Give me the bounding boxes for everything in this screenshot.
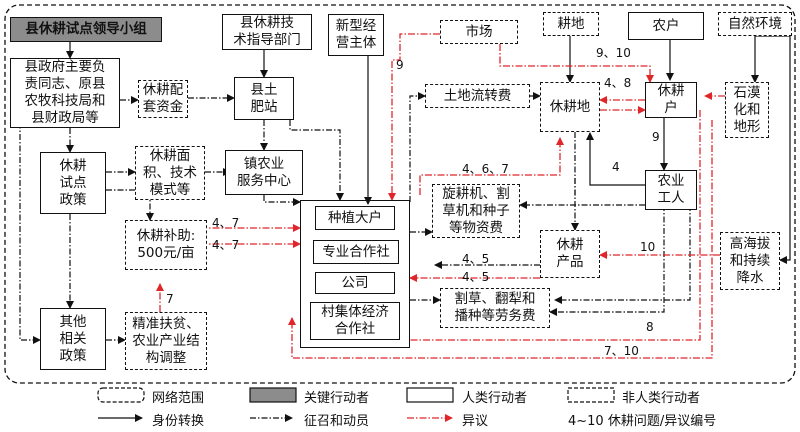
node-county-gov: 县政府主要负 责同志、原县 农牧科技局和 县财政局等: [10, 58, 120, 128]
objection-edges: [125, 33, 725, 359]
node-town-center: 镇农业 服务中心: [225, 150, 303, 195]
node-cultivated-land: 耕地: [543, 12, 599, 36]
edge-label-8: 8: [646, 320, 654, 334]
edge-label-4-6-7: 4、6、7: [462, 162, 509, 176]
node-altitude: 高海拔 和持续 降水: [720, 232, 780, 290]
edge-label-7: 7: [166, 292, 174, 306]
edge-label-9b: 9: [652, 130, 660, 144]
node-other-policy: 其他 相关 政策: [40, 308, 106, 370]
legend-objection: 异议: [462, 414, 489, 429]
edge-label-4-8: 4、8: [604, 76, 632, 90]
edge-label-4-5b: 4、5: [462, 270, 490, 284]
node-village-coop: 村集体经济 合作社: [310, 302, 400, 340]
node-fallow-land: 休耕地: [540, 82, 600, 132]
node-poverty: 精准扶贫、 农业产业结 构调整: [125, 312, 207, 370]
node-leader-group: 县休耕试点领导小组: [10, 17, 162, 42]
node-environment: 自然环境: [718, 12, 792, 36]
node-area-tech: 休耕面 积、技术 模式等: [135, 146, 205, 200]
node-grower: 种植大户: [315, 206, 395, 230]
legend-recruit: 征召和动员: [304, 414, 370, 429]
node-market: 市场: [440, 20, 518, 44]
node-recruit-group: [300, 200, 410, 348]
node-support-fund: 休耕配 套资金: [138, 80, 188, 118]
edge-label-9a: 9: [396, 58, 404, 72]
legend-human-actor: 人类行动者: [462, 391, 528, 406]
legend-nonhuman-actor: 非人类行动者: [622, 391, 701, 406]
edge-label-4a: 4: [612, 160, 620, 174]
node-fallow-farmer: 休耕 户: [645, 82, 697, 118]
node-agri-worker: 农业 工人: [645, 170, 697, 210]
legend-identity: 身份转换: [152, 414, 205, 429]
network-boundary: [4, 4, 796, 384]
identity-edges: [66, 20, 791, 264]
node-machinery: 旋耕机、割 草机和种子 等物资费: [432, 184, 520, 238]
node-fertilizer-station: 县土 肥站: [234, 77, 294, 120]
legend-samples: [97, 387, 615, 422]
legend-key-actor: 关键行动者: [304, 391, 370, 406]
node-farmer: 农户: [628, 12, 704, 40]
node-pilot-policy: 休耕 试点 政策: [40, 152, 106, 214]
edge-label-10: 10: [640, 240, 656, 254]
node-desertification: 石漠 化和 地形: [725, 82, 769, 138]
node-tech-dept: 县休耕技 术指导部门: [222, 14, 312, 50]
node-fallow-product: 休耕 产品: [540, 230, 600, 278]
edge-label-9-10: 9、10: [596, 46, 631, 60]
edge-label-4-7a: 4、7: [212, 216, 240, 230]
legend-numbering: 4~10 休耕问题/异议编号: [568, 414, 717, 429]
node-subsidy: 休耕补助: 500元/亩: [125, 220, 207, 270]
edge-label-4-7b: 4、7: [212, 238, 240, 252]
node-new-entity: 新型经 营主体: [328, 14, 384, 56]
node-coop: 专业合作社: [313, 240, 399, 264]
node-land-transfer: 土地流转费: [425, 84, 530, 108]
legend-network: 网络范围: [152, 391, 205, 406]
edge-label-7-10: 7、10: [604, 344, 639, 358]
node-labor: 割草、翻犁和 播种等劳务费: [440, 288, 550, 328]
edge-label-4-5a: 4、5: [462, 252, 490, 266]
node-company: 公司: [315, 272, 395, 294]
